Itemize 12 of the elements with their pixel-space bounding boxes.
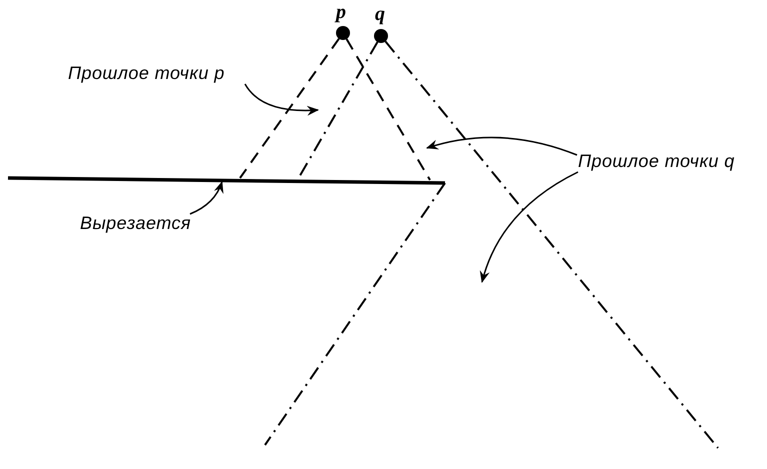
leader-arrow [480,171,578,283]
annotation-text: Вырезается [80,212,192,234]
point-label: p [336,2,346,22]
annotation-text: Прошлое точки q [578,150,736,172]
light-cone-line [239,38,340,179]
leader-arrow [426,136,578,156]
light-cone-line [384,40,719,449]
point-label: q [375,4,385,24]
leader-arrow [190,181,223,215]
annotation-text: Прошлое точки p [68,62,226,84]
leader-arrow [244,84,319,116]
light-cone-line [346,38,431,180]
